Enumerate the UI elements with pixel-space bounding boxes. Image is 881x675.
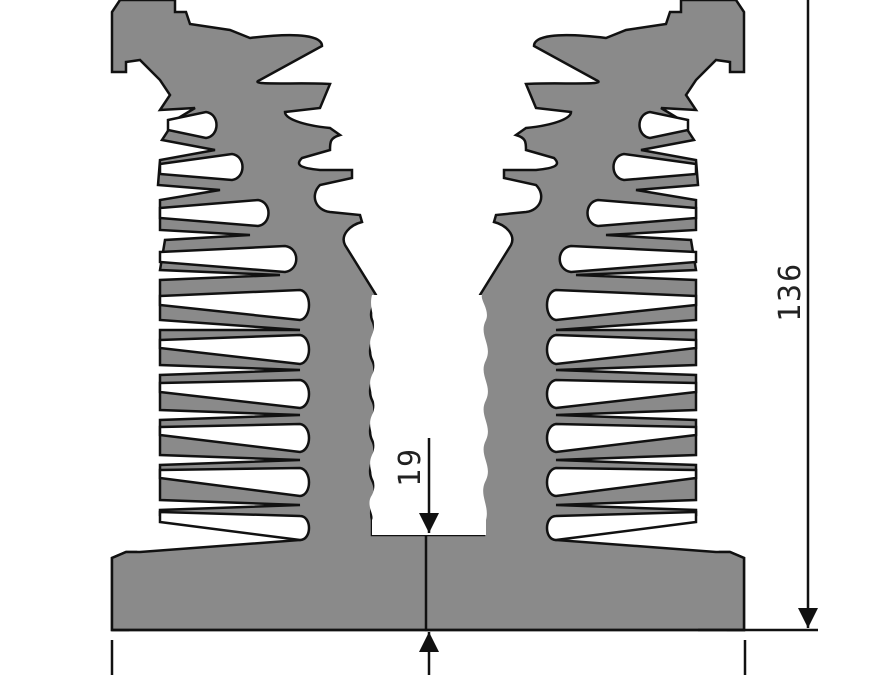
slot-right-5 (545, 333, 698, 366)
dimension-label-19: 19 (393, 447, 428, 487)
slot-left-10 (166, 110, 218, 140)
heatsink-right-half (424, 0, 746, 632)
slot-left-8 (158, 198, 270, 228)
slot-left-7 (158, 244, 298, 274)
slot-left-2 (158, 466, 311, 498)
slot-left-4 (158, 378, 311, 410)
heatsink-left-slots (158, 110, 311, 542)
slot-left-3 (158, 422, 311, 454)
slot-right-7 (558, 244, 698, 274)
slot-right-8 (586, 198, 698, 228)
slot-left-9 (158, 152, 244, 182)
slot-left-1 (158, 510, 311, 542)
slot-left-5 (158, 333, 311, 366)
dimension-label-136: 136 (773, 262, 808, 322)
slot-right-4 (545, 378, 698, 410)
slot-left-6 (158, 288, 311, 322)
slot-right-10 (638, 110, 690, 140)
slot-right-6 (545, 288, 698, 322)
slot-right-1 (545, 510, 698, 542)
center-channel (369, 295, 488, 535)
slot-right-3 (545, 422, 698, 454)
slot-right-9 (612, 152, 698, 182)
slot-right-2 (545, 466, 698, 498)
